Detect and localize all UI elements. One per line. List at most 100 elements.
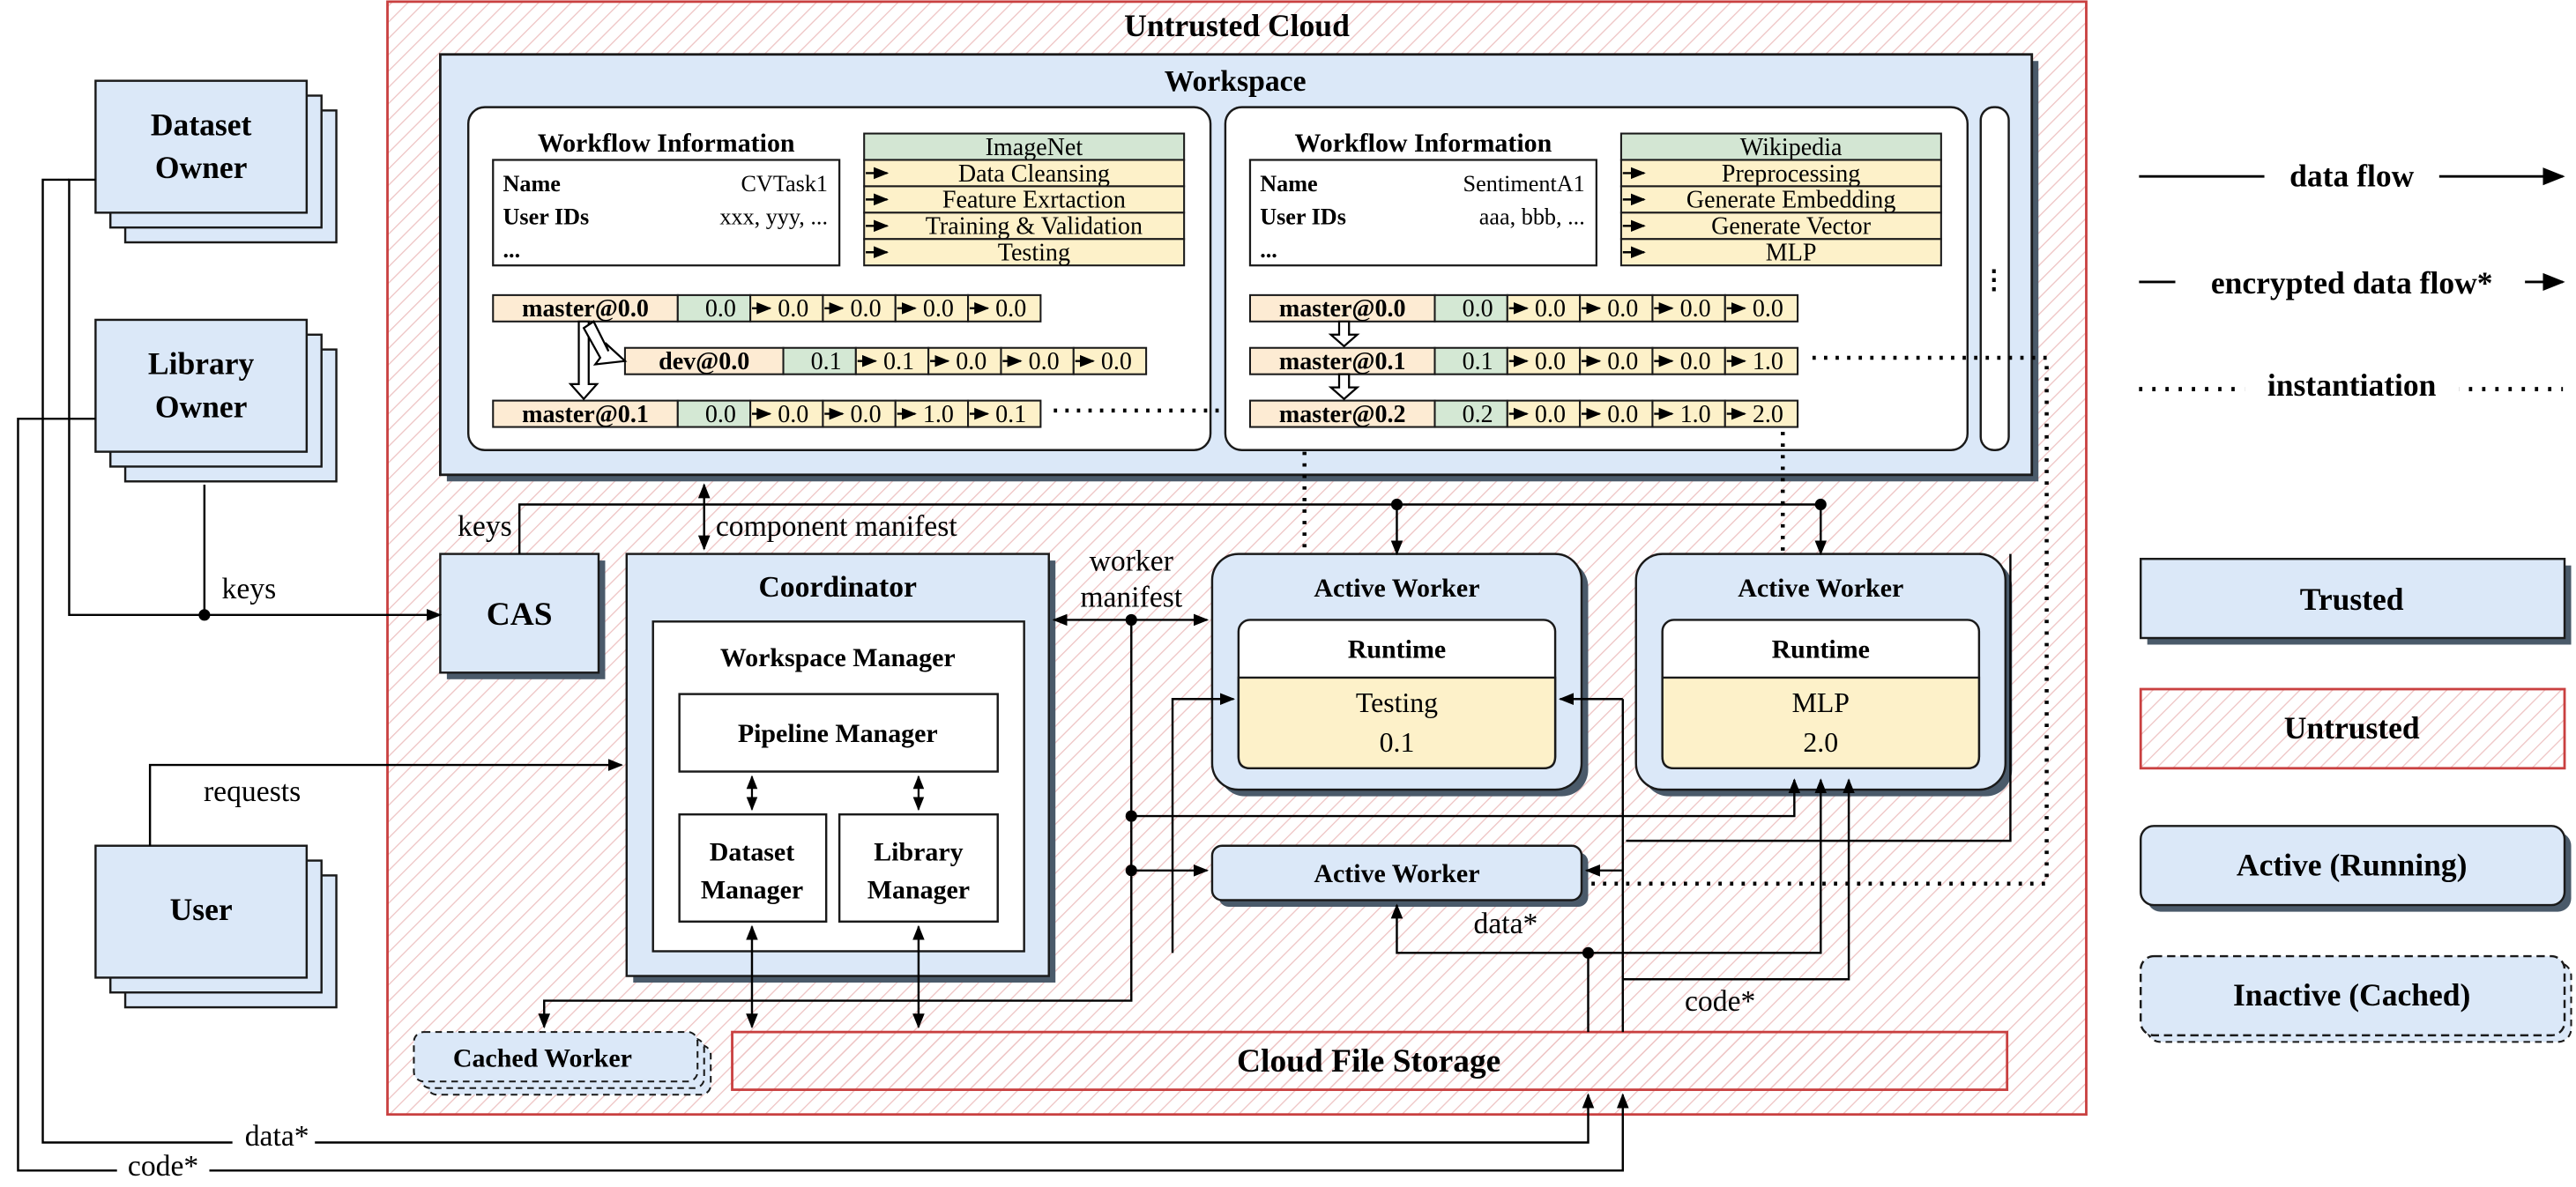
- library-owner-line2: Owner: [155, 389, 248, 424]
- version-cell-value: 0.0: [705, 295, 736, 323]
- version-cell-value: 0.0: [778, 295, 808, 323]
- cas-label: CAS: [487, 597, 553, 633]
- version-cell-value: 1.0: [1680, 401, 1711, 428]
- version-cell: [1433, 293, 1508, 323]
- data-inner-label: data*: [1474, 908, 1538, 940]
- stage-item: [863, 211, 1186, 241]
- cached-worker-label: Cached Worker: [453, 1043, 632, 1072]
- coordinator-title: Coordinator: [759, 571, 918, 604]
- stage-label: Data Cleansing: [958, 160, 1110, 188]
- version-cell-value: 0.0: [1680, 348, 1711, 375]
- legend-untrusted: Untrusted: [2284, 710, 2420, 746]
- version-cell: [894, 399, 970, 428]
- version-cell-value: 0.0: [923, 295, 954, 323]
- version-cell-value: 0.0: [778, 401, 808, 428]
- branch-arrow: [1328, 320, 1360, 348]
- version-cell-value: 0.0: [956, 348, 986, 375]
- active-worker-2-title: Active Worker: [1738, 574, 1903, 603]
- user-label: User: [170, 892, 233, 927]
- worker-manifest-line1: worker: [1090, 545, 1173, 577]
- keys-left-label: keys: [222, 573, 277, 605]
- workspace-manager-label: Workspace Manager: [720, 643, 956, 672]
- version-cell-value: 0.0: [1463, 295, 1493, 323]
- workflow-info-heading: Workflow Information: [1295, 129, 1552, 158]
- workflow-info-value: aaa, bbb, ...: [1479, 204, 1585, 229]
- stage-item: [863, 238, 1186, 267]
- legend-inactive: Inactive (Cached): [2233, 977, 2470, 1013]
- pipeline-manager-label: Pipeline Manager: [738, 719, 938, 748]
- version-label-box[interactable]: [1248, 399, 1436, 428]
- version-cell-value: 0.1: [995, 401, 1026, 428]
- version-label-box[interactable]: [492, 399, 679, 428]
- stage-item: [863, 185, 1186, 214]
- branch-arrow: [582, 320, 628, 366]
- stage-item: [1619, 132, 1942, 161]
- legend: data flow encrypted data flow* instantia…: [2139, 154, 2572, 1043]
- runtime-2-label: Runtime: [1772, 634, 1870, 664]
- version-cell-value: 0.1: [811, 348, 842, 375]
- stage-label: Generate Vector: [1711, 213, 1872, 241]
- code-bottom-label: code*: [128, 1150, 198, 1183]
- library-manager-line2: Manager: [867, 876, 970, 905]
- component-manifest-label: component manifest: [716, 510, 958, 543]
- library-manager: [838, 812, 999, 924]
- cloud-file-storage: Cloud File Storage: [731, 1030, 2009, 1092]
- version-cell-value: 0.0: [1607, 295, 1638, 323]
- untrusted-cloud-title: Untrusted Cloud: [1124, 8, 1350, 43]
- version-label: master@0.0: [1279, 295, 1406, 323]
- workflow-info-key: Name: [503, 171, 560, 197]
- active-worker-3-title: Active Worker: [1314, 859, 1479, 888]
- library-manager-line1: Library: [874, 838, 963, 867]
- version-cell-value: 0.2: [1463, 401, 1493, 428]
- dataset-manager-line2: Manager: [701, 876, 803, 905]
- worker-manifest-line2: manifest: [1080, 581, 1183, 613]
- version-label: dev@0.0: [659, 348, 749, 375]
- stage-label: Training & Validation: [926, 213, 1143, 241]
- version-cell-value: 0.0: [705, 401, 736, 428]
- library-owner: Library Owner: [94, 318, 338, 483]
- version-cell: [1651, 399, 1726, 428]
- stage-item: [1619, 185, 1942, 214]
- version-cell-value: 0.0: [1535, 401, 1566, 428]
- version-label: master@0.1: [1279, 348, 1406, 375]
- cas-box: CAS: [439, 553, 606, 679]
- runtime-1-version: 0.1: [1380, 727, 1415, 758]
- workspace-ellipsis: ⋮: [1981, 265, 2007, 294]
- data-bottom-label: data*: [245, 1120, 309, 1153]
- version-cell-value: 0.0: [1680, 295, 1711, 323]
- version-cell-value: 1.0: [1753, 348, 1783, 375]
- workflow-info-value: xxx, yyy, ...: [719, 204, 828, 229]
- version-label-box[interactable]: [623, 346, 785, 375]
- version-cell-value: 0.0: [1029, 348, 1060, 375]
- user-box: User: [94, 844, 338, 1009]
- version-cell-value: 0.0: [1535, 295, 1566, 323]
- workflow-info-box: [1248, 159, 1597, 267]
- workflow-info-heading: Workflow Information: [538, 129, 795, 158]
- workflow-info-key: ...: [1260, 237, 1277, 263]
- runtime-2-task: MLP: [1792, 687, 1850, 718]
- pipeline-manager: [678, 693, 999, 773]
- dataset-manager: [678, 812, 828, 924]
- active-worker-1-title: Active Worker: [1314, 574, 1479, 603]
- dataset-owner: Dataset Owner: [94, 79, 338, 244]
- stage-label: MLP: [1766, 240, 1817, 267]
- version-label: master@0.0: [522, 295, 649, 323]
- runtime-1-label: Runtime: [1348, 634, 1446, 664]
- stage-item: [863, 132, 1186, 161]
- workflow-info-value: SentimentA1: [1463, 171, 1585, 197]
- workspace-scrollbar[interactable]: [1979, 106, 2010, 451]
- stage-item: [863, 159, 1186, 188]
- cloud-file-storage-label: Cloud File Storage: [1237, 1043, 1500, 1079]
- active-worker-2: Active Worker Runtime MLP 2.0: [1634, 553, 2013, 797]
- workflow-info-key: User IDs: [503, 204, 589, 229]
- stage-label: Preprocessing: [1722, 160, 1860, 188]
- code-inner-label: code*: [1685, 985, 1755, 1018]
- workspace-title: Workspace: [1165, 65, 1307, 98]
- version-cell-value: 0.1: [1463, 348, 1493, 375]
- workflow-info-key: ...: [503, 237, 520, 263]
- version-cell-value: 0.0: [1101, 348, 1132, 375]
- stage-label: Generate Embedding: [1686, 187, 1896, 214]
- version-cell-value: 0.0: [1753, 295, 1783, 323]
